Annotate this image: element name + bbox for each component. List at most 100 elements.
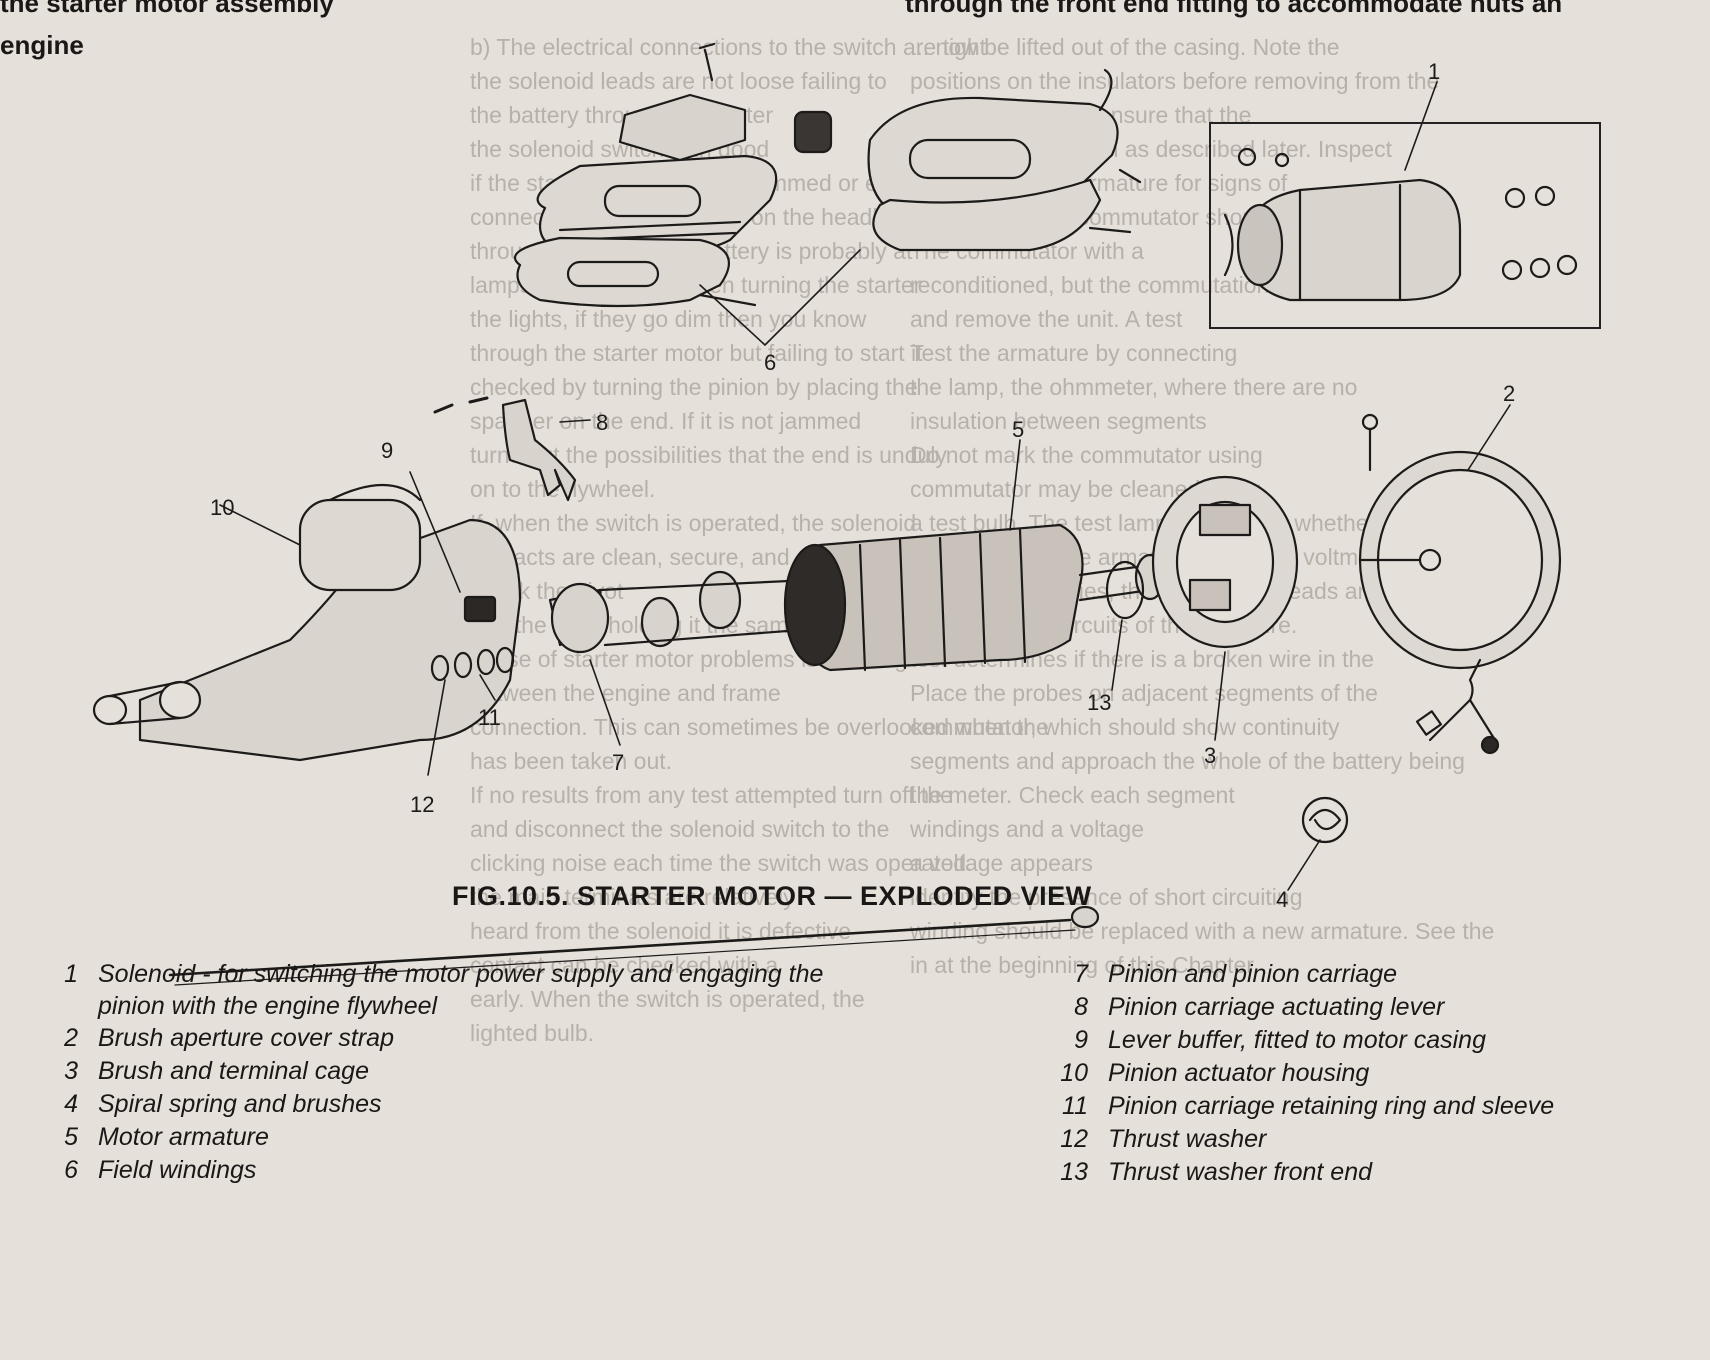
background-text-line: identify the presence of short circuitin… [910,884,1303,910]
legend-item-8: 8 Pinion carriage actuating lever [1074,991,1445,1023]
brush-cover-plate [618,93,747,162]
legend-number: 7 [1074,960,1088,988]
legend-number: 6 [64,1156,78,1184]
legend-item-3: 3 Brush and terminal cage [64,1055,369,1087]
callout-11: 11 [478,705,501,730]
callout-12: 12 [410,792,434,817]
top-right-heading: through the front end fitting to accommo… [905,0,1563,18]
legend-text: Thrust washer [1108,1125,1267,1153]
brush-terminal-cage [1151,413,1379,649]
legend-number: 13 [1060,1158,1088,1186]
rubber-plug [793,110,833,154]
legend-text: Pinion and pinion carriage [1108,960,1398,988]
legend-item-11: 11 Pinion carriage retaining ring and sle… [1062,1090,1555,1122]
background-text-line: has been taken out. [470,748,673,774]
legend-number: 9 [1074,1026,1088,1054]
background-text-line: in at the beginning of this Chapter. [910,952,1260,978]
legend-text: Pinion carriage retaining ring and sleev… [1108,1092,1555,1120]
callout-2: 2 [1503,381,1515,406]
background-text-line: Do not mark the commutator using [910,442,1263,468]
background-text-line: early. When the switch is operated, the [470,986,865,1012]
legend-number: 4 [64,1090,78,1118]
legend-number: 11 [1062,1092,1088,1120]
solenoid-inset-frame [1209,122,1601,329]
thrust-washer [430,654,450,682]
motor-armature [783,523,1166,672]
background-text-line: If, when the switch is operated, the sol… [470,510,917,536]
legend-text: Lever buffer, fitted to motor casing [1108,1026,1486,1054]
callout-8: 8 [596,410,608,435]
legend-text: Brush aperture cover strap [98,1024,394,1052]
callout-9: 9 [381,438,393,463]
legend-item-9: 9 Lever buffer, fitted to motor casing [1074,1024,1486,1056]
legend-number: 10 [1060,1059,1088,1087]
background-text-line: the lamp, the ohmmeter, where there are … [910,374,1358,400]
legend-text: Motor armature [98,1123,269,1151]
background-text-line: between the engine and frame [470,680,781,706]
figure-caption: FIG.10.5. STARTER MOTOR — EXPLODED VIEW [452,881,1092,911]
background-text-line: checked by turning the pinion by placing… [470,374,918,400]
legend-text: Spiral spring and brushes [98,1090,382,1118]
legend-number: 2 [64,1024,78,1052]
background-text-line: commutator, which should show continuity [910,714,1340,740]
legend-text: Solenoid - for switching the motor power… [98,960,824,1020]
legend-number: 5 [64,1123,78,1151]
background-text-line: and remove the unit. A test [910,306,1183,332]
field-winding-bottom-left [513,236,757,308]
background-text-line: through the starter motor but failing to… [470,340,923,366]
background-text-line: contacts are clean, secure, and [470,544,790,570]
background-text-line: lighted bulb. [470,1020,595,1046]
background-text-line: the solenoid leads are not loose failing… [470,68,887,94]
actuating-lever [501,398,577,502]
background-text-line: Test the armature by connecting [910,340,1238,366]
background-text-line: connection. This can sometimes be overlo… [470,714,1049,740]
callout-7: 7 [612,750,624,775]
callout-10: 10 [210,495,234,520]
background-text-line: clicking noise each time the switch was … [470,850,973,876]
pinion-actuator-housing [92,484,522,762]
legend-item-10: 10 Pinion actuator housing [1060,1057,1370,1089]
legend-item-13: 13 Thrust washer front end [1060,1156,1373,1188]
callout-1: 1 [1428,59,1440,84]
background-text-line: heard from the solenoid it is defective [470,918,851,944]
field-winding-bottom-right [872,178,1132,252]
legend-item-12: 12 Thrust washer [1060,1123,1267,1155]
legend-item-2: 2 Brush aperture cover strap [64,1022,394,1054]
legend-text: Pinion actuator housing [1108,1059,1370,1087]
background-text-line: contact can be checked with a [470,952,779,978]
legend-text: Brush and terminal cage [98,1057,369,1085]
background-text-line: ... now be lifted out of the casing. Not… [910,34,1340,60]
callout-6: 6 [764,350,776,375]
legend-number: 8 [1074,993,1088,1021]
background-text-line: and disconnect the solenoid switch to th… [470,816,890,842]
legend-number: 1 [64,960,78,988]
bolt-nut [1070,905,1100,929]
exploded-view-illustration: 1 2 3 4 5 6 7 8 9 10 11 12 13 [92,42,1578,986]
legend-item-6: 6 Field windings [64,1154,257,1186]
callout-3: 3 [1204,743,1216,768]
callout-5: 5 [1012,417,1024,442]
lever-buffer [463,595,497,623]
top-left-heading-line-1: the starter motor assembly [0,0,334,18]
background-text-line: positions on the insulators before remov… [910,68,1440,94]
legend-text: Pinion carriage actuating lever [1108,993,1445,1021]
legend-item-1: 1 Solenoid - for switching the motor powe… [64,958,888,1022]
brush-cover-strap [1358,450,1562,670]
legend-item-5: 5 Motor armature [64,1121,269,1153]
legend-text: Thrust washer front end [1108,1158,1373,1186]
callout-13: 13 [1087,690,1111,715]
legend-number: 12 [1060,1125,1088,1153]
background-text-line: If no results from any test attempted tu… [470,782,953,808]
callout-4: 4 [1276,887,1288,912]
background-text-line: the main terminals are relatively [470,884,795,910]
background-text-line: the meter. Check each segment [910,782,1235,808]
background-text-line: b) The electrical connections to the swi… [470,34,987,60]
through-bolt [168,918,1072,977]
background-text-line: a voltage appears [910,850,1093,876]
front-thrust-washer [1105,560,1145,620]
legend-number: 3 [64,1057,78,1085]
background-text-line: spanner on the end. If it is not jammed [470,408,862,434]
background-text-line: winding should be replaced with a new ar… [910,918,1495,944]
background-text-line: insulation between segments [910,408,1207,434]
legend-text: Field windings [98,1156,257,1184]
